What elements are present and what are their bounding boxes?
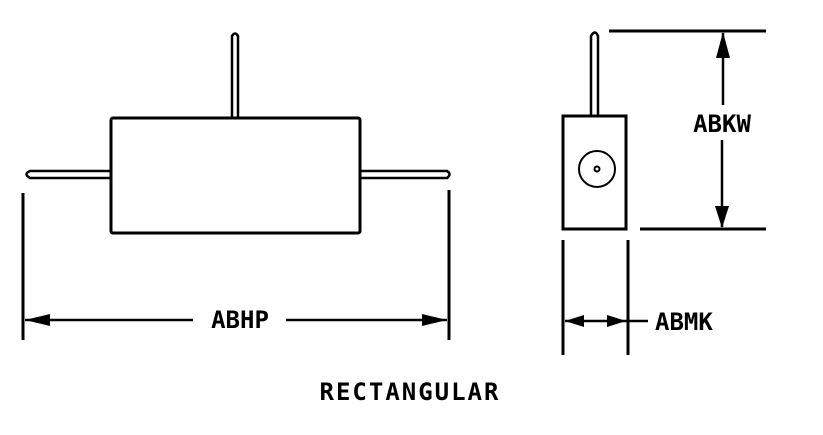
diagram-caption: RECTANGULAR [320,378,501,406]
side-body [561,114,628,231]
right-lead [361,169,451,180]
arrowhead-left-icon [25,314,50,326]
arrowhead-down-icon [715,206,729,228]
arrowhead-right-icon [422,314,447,326]
terminal-outer-circle [578,150,616,188]
component-body [109,116,362,235]
arrowhead-abmk-right-icon [607,315,626,327]
arrowhead-abmk-left-icon [565,315,584,327]
left-lead [25,169,110,180]
arrowhead-up-icon [716,32,730,58]
terminal-inner-dot [593,165,601,173]
front-view [21,32,451,340]
side-top-lead [589,31,600,115]
top-lead [230,32,240,117]
dimension-label-abmk: ABMK [655,308,713,336]
side-view [561,29,766,355]
dimension-label-abhp: ABHP [211,306,269,334]
dimension-label-abkw: ABKW [693,110,751,138]
